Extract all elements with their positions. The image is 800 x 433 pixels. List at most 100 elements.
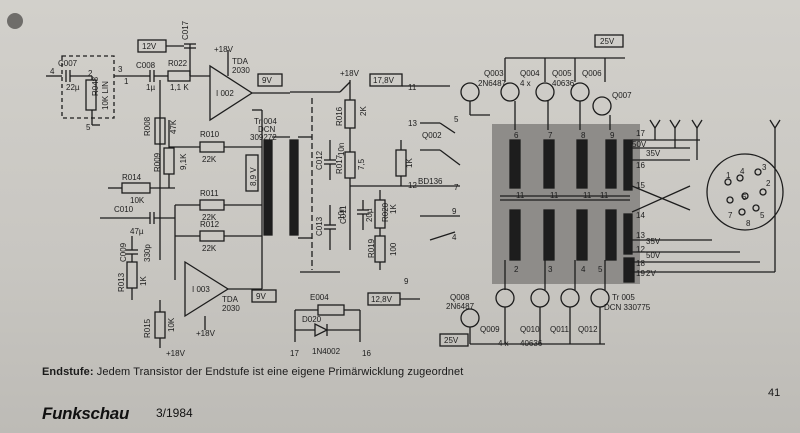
label-tda-bottom-2: 2030 (222, 304, 240, 313)
label-q009: Q009 (480, 325, 500, 334)
pin-4a: 4 (50, 67, 55, 76)
label-c013-value: 10n (337, 207, 346, 220)
label-r020: R020 (381, 202, 390, 222)
voltage-box-9v-top (257, 73, 283, 87)
label-q010: Q010 (520, 325, 540, 334)
label-q010-value: 40636 (520, 339, 543, 348)
din-socket (706, 153, 784, 231)
label-q004: Q004 (520, 69, 540, 78)
label-v12: 12V (142, 42, 157, 51)
tap-6: 6 (514, 131, 519, 140)
label-e004: E004 (310, 293, 329, 302)
opamp-i003 (184, 260, 230, 318)
pin-9b: 9 (404, 277, 409, 286)
sec-35b: 35V (646, 237, 661, 246)
sec-2v: 2V (646, 269, 656, 278)
label-r022-value: 1,1 K (170, 83, 189, 92)
label-r015: R015 (143, 318, 152, 338)
sec-18: 18 (636, 259, 645, 268)
label-v18-b: +18V (196, 329, 216, 338)
label-c009: C009 (119, 242, 128, 262)
sec-19: 19 (636, 269, 645, 278)
pin-12a: 12 (408, 181, 417, 190)
tap-5: 5 (598, 265, 603, 274)
label-c008: C008 (136, 61, 156, 70)
pin-1a: 1 (124, 77, 129, 86)
pin-4b: 4 (452, 233, 457, 242)
din-pin-2: 2 (766, 179, 771, 188)
label-c008-value: 1µ (146, 83, 155, 92)
pin-7a: 7 (454, 183, 459, 192)
label-r010: R010 (200, 130, 220, 139)
label-i002: I 002 (216, 89, 234, 98)
label-c011-value: 20µ (365, 208, 374, 222)
label-c007-value: 22µ (66, 83, 80, 92)
voltage-box-9v-bottom (251, 289, 277, 303)
label-dcn: DCN (258, 125, 276, 134)
label-d020: D020 (302, 315, 322, 324)
caption-text: Jedem Transistor der Endstufe ist eine e… (96, 366, 464, 378)
magazine-name: Funkschau (42, 404, 130, 423)
voltage-box-25v-top (594, 34, 624, 48)
pin-13: 13 (408, 119, 417, 128)
label-q005: Q005 (552, 69, 572, 78)
label-r012-value: 22K (202, 244, 217, 253)
label-q007: Q007 (612, 91, 632, 100)
label-v25-bottom: 25V (444, 336, 459, 345)
din-pin-5: 5 (760, 211, 765, 220)
label-d020-value: 1N4002 (312, 347, 341, 356)
label-c017: C017 (181, 20, 190, 40)
label-r016-value: 2K (359, 106, 368, 116)
label-c012: C012 (315, 150, 324, 170)
label-q008: Q008 (450, 293, 470, 302)
label-v8-9: 8,9 V (249, 167, 258, 186)
label-r022: R022 (168, 59, 188, 68)
din-pin-4: 4 (740, 167, 745, 176)
label-four-bottom: 4 x (498, 339, 509, 348)
label-q012: Q012 (578, 325, 598, 334)
label-q003: Q003 (484, 69, 504, 78)
tap-11d: 11 (600, 191, 609, 200)
label-c013: C013 (315, 216, 324, 236)
sec-35a: 35V (646, 149, 661, 158)
label-c009-value: 330p (143, 244, 152, 262)
din-pin-3: 3 (762, 163, 767, 172)
label-q002: Q002 (422, 131, 442, 140)
din-pin-8: 8 (746, 219, 751, 228)
label-c012-value: 10n (337, 143, 346, 156)
label-i003: I 003 (192, 285, 210, 294)
label-r012: R012 (200, 220, 220, 229)
label-r048: R048 (91, 76, 100, 96)
label-tr005: Tr 005 (612, 293, 635, 302)
label-q008-value: 2N6487 (446, 302, 475, 311)
label-dcn-no: 309272 (250, 133, 277, 142)
label-c011: C011 (339, 205, 348, 224)
label-v18-c: +18V (166, 349, 186, 358)
label-r016: R016 (335, 106, 344, 126)
sec-17: 17 (636, 129, 645, 138)
sec-50a: 50V (632, 140, 647, 149)
label-c010-value: 47µ (130, 227, 144, 236)
power-stage-schematic: C007 22µ R048 10K LIN C008 1µ R022 1,1 K… (7, 13, 784, 358)
page-number: 41 (768, 387, 781, 399)
label-r048-value: 10K LIN (101, 81, 110, 110)
label-r008-value: 47K (169, 119, 178, 134)
label-tda-top-2: 2030 (232, 66, 250, 75)
sec-14: 14 (636, 211, 645, 220)
tap-7: 7 (548, 131, 553, 140)
label-r013-value: 1K (139, 276, 148, 286)
label-r014: R014 (122, 173, 142, 182)
tap-3: 3 (548, 265, 553, 274)
label-c007: C007 (58, 59, 78, 68)
label-v18-d: +18V (340, 69, 360, 78)
label-tr004: Tr 004 (254, 117, 277, 126)
sec-12: 12 (636, 245, 645, 254)
label-c010: C010 (114, 205, 134, 214)
label-r010-value: 22K (202, 155, 217, 164)
voltage-box-17-8v (369, 73, 403, 87)
opamp-i002 (209, 64, 254, 122)
label-dcn-330775: DCN 330775 (604, 303, 651, 312)
label-r017: R017 (335, 154, 344, 174)
pin-11: 11 (408, 83, 417, 92)
